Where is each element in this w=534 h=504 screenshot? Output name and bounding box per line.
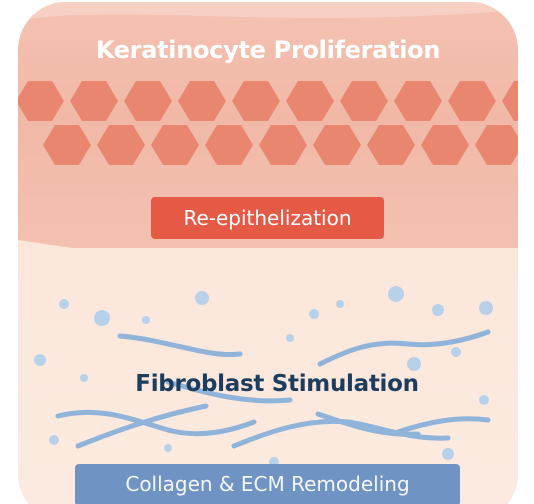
particle (34, 354, 46, 366)
fiber-5 (75, 403, 209, 449)
keratinocyte-cell (18, 81, 64, 121)
keratinocyte-cell (259, 125, 307, 165)
keratinocyte-cell (421, 125, 469, 165)
skin-illustration (18, 2, 518, 467)
particle (451, 347, 461, 357)
keratinocyte-cell (475, 125, 518, 165)
keratinocyte-cell (394, 81, 442, 121)
particle (479, 395, 489, 405)
keratinocyte-cell (286, 81, 334, 121)
keratinocyte-cell (43, 125, 91, 165)
particle (49, 435, 59, 445)
fiber-3 (165, 379, 293, 404)
keratinocyte-cell (340, 81, 388, 121)
layer-boundary-wave (18, 240, 518, 270)
particle (479, 301, 493, 315)
particle (195, 291, 209, 305)
keratinocyte-cell (124, 81, 172, 121)
fibroblast-stimulation-label: Fibroblast Stimulation (135, 371, 419, 397)
keratinocyte-cell (313, 125, 361, 165)
fiber-8 (395, 416, 491, 435)
particle (142, 316, 150, 324)
collagen-fibers (55, 329, 491, 449)
keratinocyte-cell (502, 81, 518, 121)
fiber-2 (317, 329, 491, 367)
particle (388, 286, 404, 302)
fiber-7 (315, 411, 421, 437)
particle (442, 448, 454, 460)
keratinocyte-cell (97, 125, 145, 165)
fiber-4 (55, 409, 257, 437)
particle (59, 299, 69, 309)
re-epithelization-badge: Re-epithelization (151, 197, 384, 239)
keratinocyte-cell (178, 81, 226, 121)
skin-diagram-card: Keratinocyte Proliferation Re-epitheliza… (18, 2, 518, 504)
particle (80, 374, 88, 382)
keratinocyte-cell (70, 81, 118, 121)
keratinocyte-cell (205, 125, 253, 165)
skin-surface-wave (18, 2, 518, 20)
particle (309, 309, 319, 319)
dermis-layer (18, 248, 518, 504)
particle (286, 334, 294, 342)
keratinocyte-cell (151, 125, 199, 165)
collagen-ecm-remodeling-badge: Collagen & ECM Remodeling (75, 464, 460, 504)
particle (94, 310, 110, 326)
keratinocyte-cells (18, 81, 518, 165)
keratinocyte-cell (448, 81, 496, 121)
keratinocyte-proliferation-label: Keratinocyte Proliferation (95, 36, 441, 64)
particle (336, 300, 344, 308)
particle (164, 444, 172, 452)
particle (407, 357, 421, 371)
keratinocyte-cell (232, 81, 280, 121)
particle (432, 304, 444, 316)
keratinocyte-cell (367, 125, 415, 165)
ecm-particles (34, 286, 493, 467)
fiber-1 (117, 333, 243, 358)
